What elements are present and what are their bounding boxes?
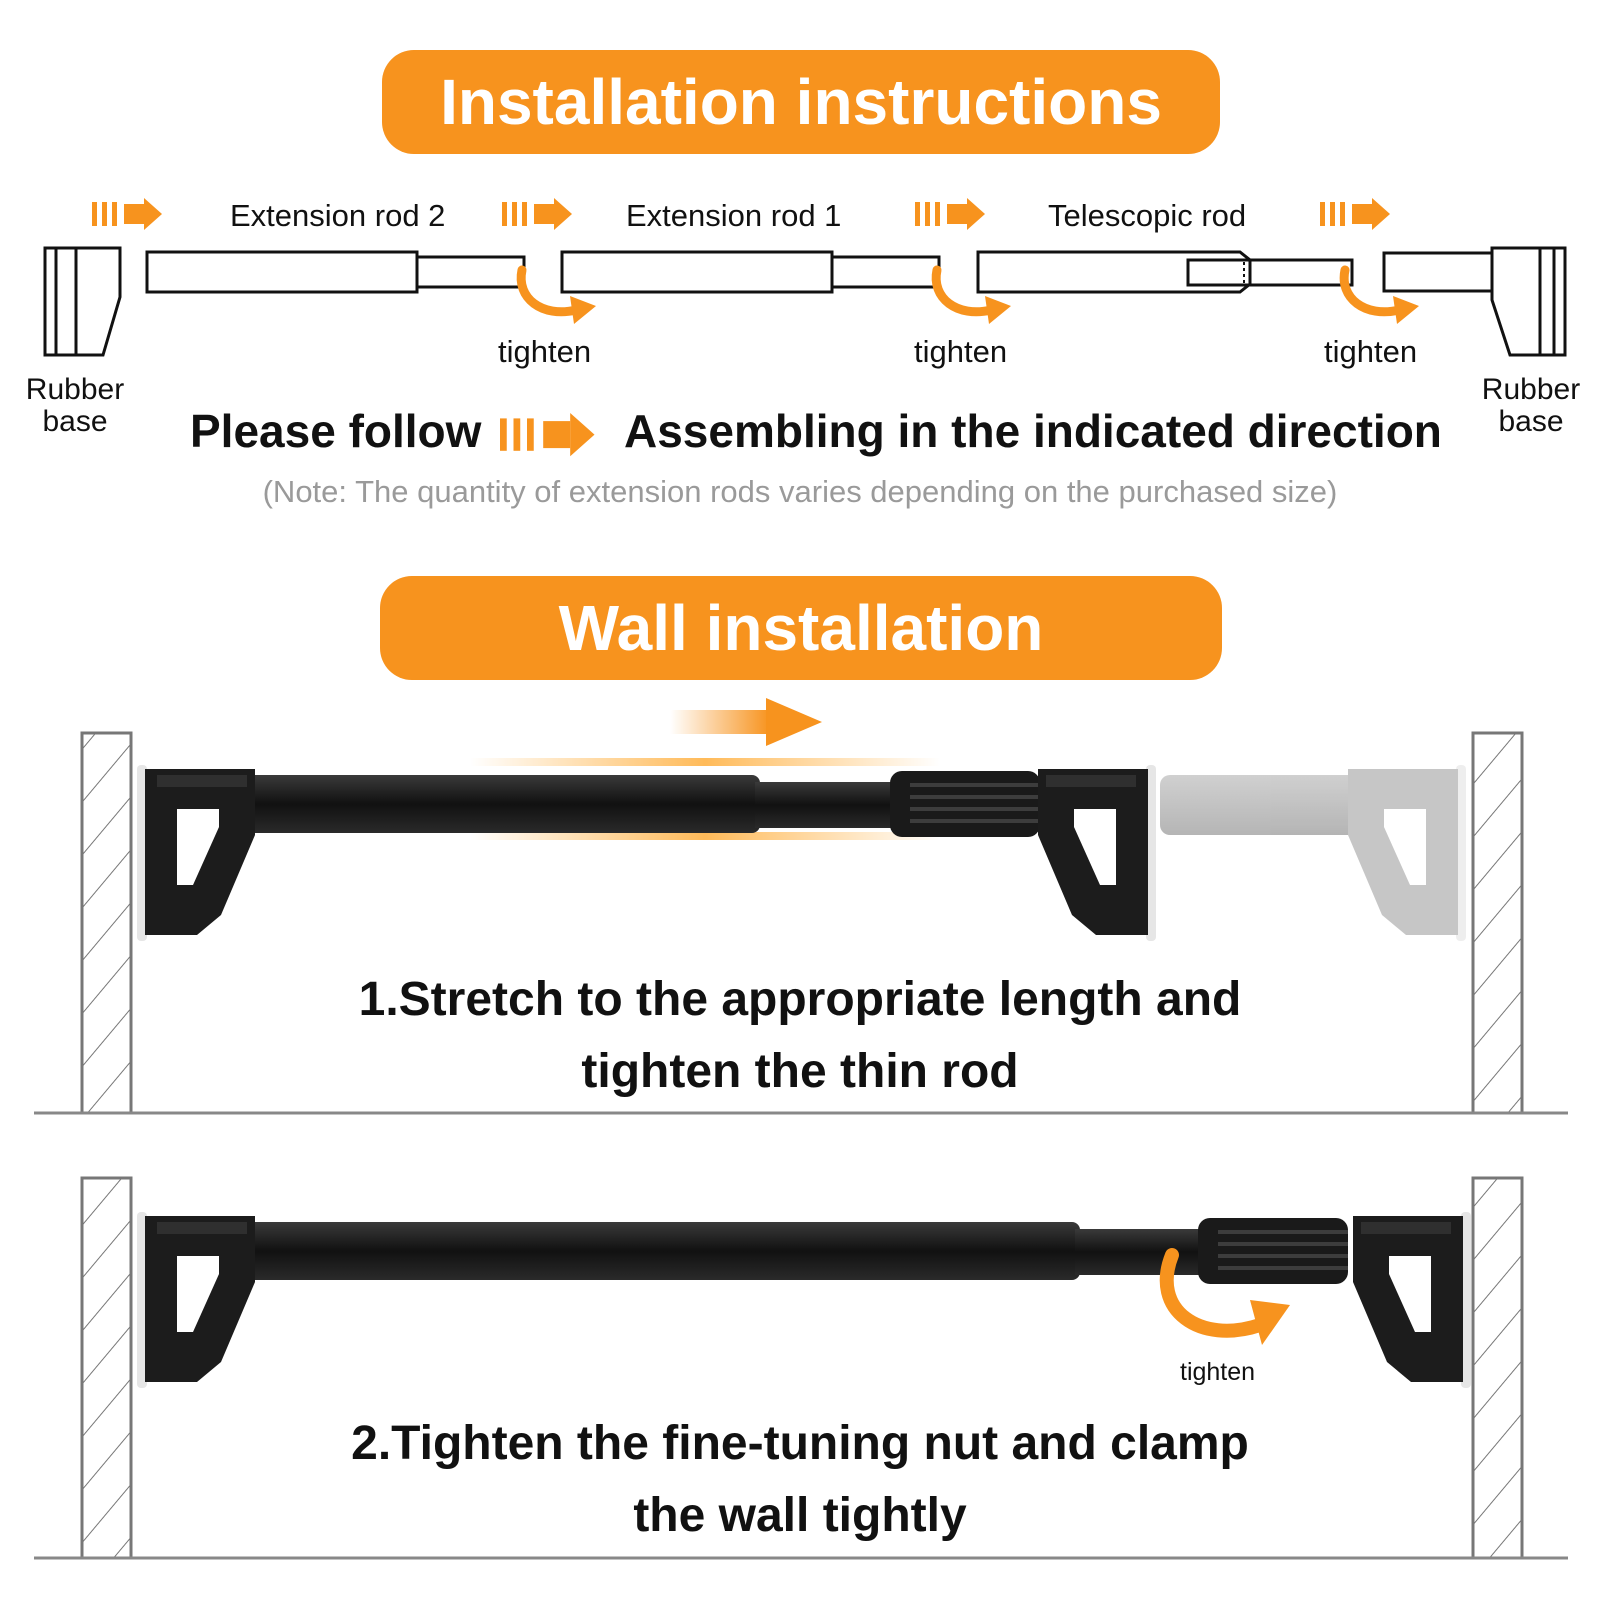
tighten-label: tighten — [1324, 334, 1418, 369]
stretch-motion-arrow-icon — [670, 698, 822, 746]
tighten-nut-arrow-icon — [1159, 1248, 1290, 1345]
follow-direction-arrow-icon — [500, 413, 595, 457]
extended-position-ghost — [1160, 765, 1466, 941]
pull-up-bar-step2 — [137, 1212, 1471, 1388]
tighten-label: tighten — [914, 334, 1008, 369]
rubber-base-left-label: Rubber base — [18, 374, 132, 438]
tighten-nut-label: tighten — [1180, 1358, 1256, 1386]
step-2-line1: 2.Tighten the fine-tuning nut and clamp — [351, 1417, 1249, 1470]
installation-instructions-banner: Installation instructions — [382, 50, 1220, 154]
rubber-base-left-line1: Rubber — [25, 373, 125, 406]
rubber-base-left-drawing — [43, 246, 122, 357]
step-1-line1: 1.Stretch to the appropriate length and — [358, 973, 1242, 1026]
tighten-label: tighten — [498, 334, 592, 369]
motion-glow — [470, 832, 940, 840]
step-1-text: 1.Stretch to the appropriate length and … — [0, 964, 1600, 1108]
follow-instruction-right: Assembling in the indicated direction — [624, 405, 1442, 457]
rubber-base-right-label: Rubber base — [1474, 374, 1588, 438]
rubber-base-right-drawing — [1382, 246, 1567, 357]
motion-glow — [470, 758, 940, 766]
follow-instruction-left: Please follow — [190, 405, 482, 457]
step-2-line2: the wall tightly — [633, 1489, 967, 1542]
step-1-line2: tighten the thin rod — [581, 1045, 1019, 1098]
step-2-text: 2.Tighten the fine-tuning nut and clamp … — [0, 1408, 1600, 1552]
rubber-base-left-line2: base — [42, 405, 108, 438]
extension-rod-1-drawing — [560, 250, 941, 294]
rubber-base-right-line1: Rubber — [1481, 373, 1581, 406]
wall-installation-banner: Wall installation — [380, 576, 1222, 680]
pull-up-bar-step1 — [137, 765, 1156, 941]
telescopic-rod-drawing — [976, 250, 1354, 294]
part-label-extension-rod-2: Extension rod 2 — [230, 198, 446, 233]
size-note: (Note: The quantity of extension rods va… — [262, 474, 1338, 509]
rubber-base-right-line2: base — [1498, 405, 1564, 438]
part-label-extension-rod-1: Extension rod 1 — [626, 198, 842, 233]
extension-rod-2-drawing — [145, 250, 526, 294]
wall-left-1 — [80, 731, 133, 1115]
wall-right-1 — [1471, 731, 1524, 1115]
wall-left-2 — [80, 1176, 133, 1560]
part-label-telescopic-rod: Telescopic rod — [1048, 198, 1247, 233]
